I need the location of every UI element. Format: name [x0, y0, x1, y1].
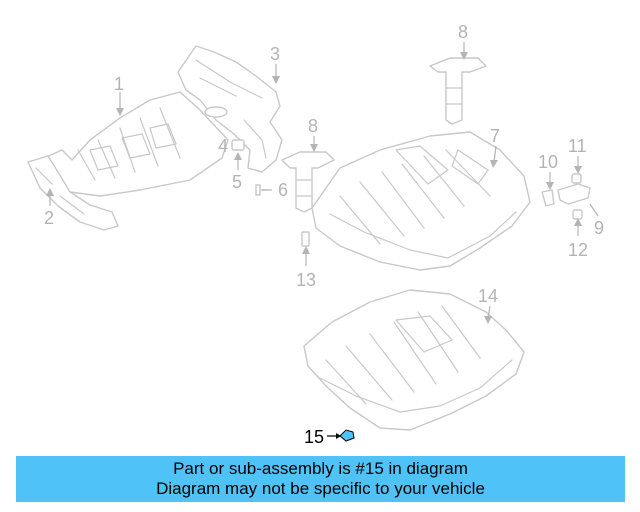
part-10-clip	[541, 189, 555, 207]
callout-9: 9	[594, 218, 604, 238]
callout-3: 3	[270, 44, 280, 64]
callout-6: 6	[278, 180, 288, 200]
part-8-bracket-lower	[281, 151, 335, 213]
part-12-nut	[572, 209, 583, 220]
parts-diagram: 1 2 3 4 5 6 7 8 8 9 10 11 12 13 14 15	[27, 22, 604, 447]
info-banner: Part or sub-assembly is #15 in diagram D…	[16, 456, 625, 502]
banner-line-1: Part or sub-assembly is #15 in diagram	[173, 459, 468, 478]
callout-13: 13	[296, 270, 316, 290]
part-14-skid-plate	[303, 289, 525, 431]
part-8-bracket-upper	[429, 57, 487, 125]
callout-12: 12	[568, 240, 588, 260]
part-1-splash-shield	[27, 91, 229, 231]
callout-2: 2	[44, 208, 54, 228]
part-4-plug	[204, 106, 228, 118]
part-15-clip	[339, 429, 355, 442]
callout-1: 1	[114, 74, 124, 94]
callout-11: 11	[568, 136, 587, 156]
callout-8-upper: 8	[458, 22, 468, 42]
callout-10: 10	[538, 152, 558, 172]
callout-14: 14	[478, 286, 498, 306]
callout-7: 7	[490, 126, 500, 146]
leader-lines	[46, 42, 599, 439]
callout-5: 5	[232, 172, 242, 192]
part-13-bolt	[301, 231, 310, 247]
callout-15: 15	[304, 427, 324, 447]
part-7-splash-shield	[311, 131, 531, 271]
callout-8-lower: 8	[308, 116, 318, 136]
part-11-nut	[571, 173, 582, 184]
part-9-bracket	[557, 183, 591, 205]
banner-line-2: Diagram may not be specific to your vehi…	[156, 479, 485, 498]
part-5-nut	[231, 139, 245, 151]
callout-4: 4	[218, 136, 228, 156]
